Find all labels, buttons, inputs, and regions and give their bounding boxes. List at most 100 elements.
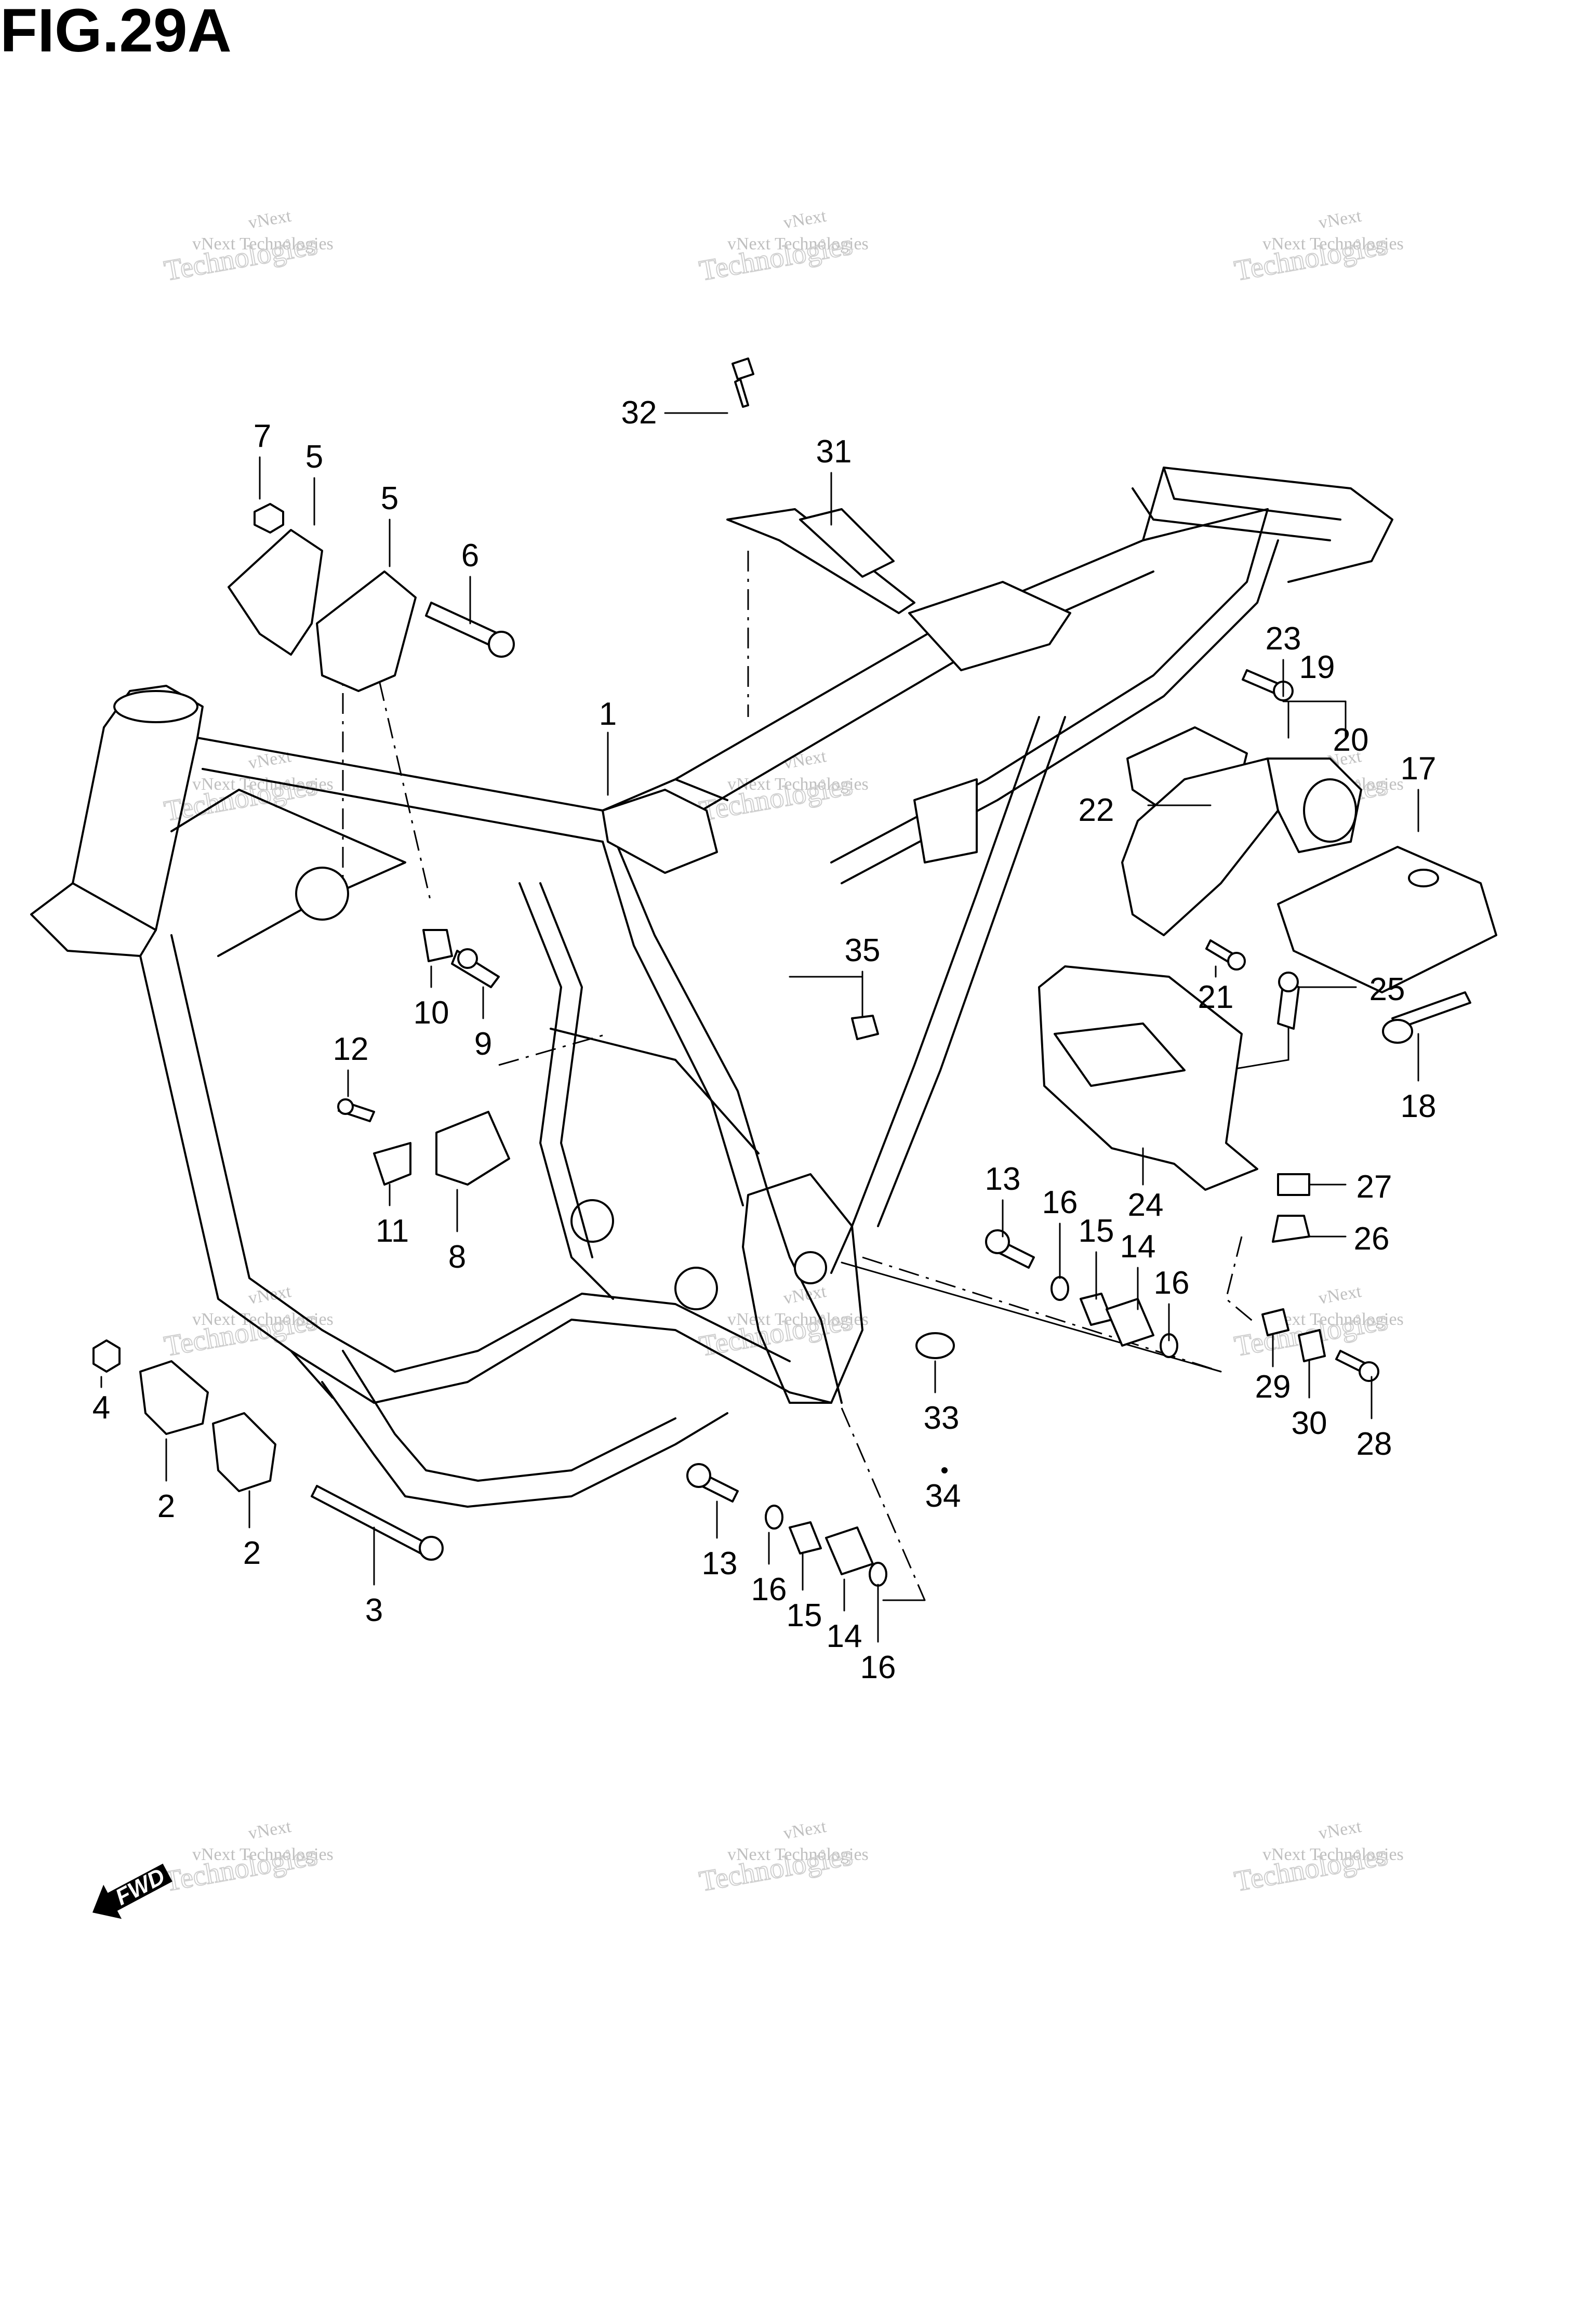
bracket-8: [435, 1111, 510, 1186]
cap-26: [1272, 1215, 1310, 1243]
washer-16-lower-a: [765, 1505, 783, 1530]
callout-14: 14: [827, 1618, 862, 1654]
callout-7: 7: [254, 418, 271, 454]
bracket-2-left: [139, 1360, 209, 1435]
nut-4: [92, 1339, 121, 1373]
callout-32: 32: [621, 395, 657, 431]
callout-4: 4: [92, 1390, 110, 1426]
watermark-text: vNext Technologies: [192, 1845, 334, 1864]
parts: [92, 357, 1497, 1587]
collar-15-lower: [789, 1521, 822, 1554]
callout-21: 21: [1198, 979, 1234, 1015]
callout-12: 12: [333, 1031, 369, 1067]
callout-34: 34: [925, 1478, 961, 1514]
figure-title: FIG.29A: [0, 0, 232, 65]
watermark: vNext vNext Technologies Technologies: [696, 1282, 869, 1363]
watermark-text: vNext Technologies: [727, 1845, 869, 1864]
watermark-brand: vNext: [782, 1817, 828, 1843]
callout-27: 27: [1356, 1169, 1392, 1205]
watermark: vNext vNext Technologies Technologies: [696, 206, 869, 288]
callout-1: 1: [599, 696, 617, 732]
collar-29: [1261, 1308, 1289, 1336]
callout-24: 24: [1128, 1187, 1164, 1223]
callout-8: 8: [448, 1239, 466, 1275]
cushion-14-lower: [825, 1526, 874, 1575]
grommet-35: [851, 1015, 879, 1040]
main-frame: [30, 467, 1393, 1508]
cushion-14-upper: [1106, 1298, 1154, 1347]
plug-33: [915, 1332, 955, 1359]
watermark: vNext vNext Technologies Technologies: [1231, 1817, 1404, 1898]
watermark-text: vNext Technologies: [727, 1310, 869, 1329]
bolt-6: [425, 602, 500, 648]
callout-16: 16: [1042, 1185, 1078, 1220]
watermark: vNext vNext Technologies Technologies: [161, 1282, 334, 1363]
watermark-text: vNext Technologies: [727, 234, 869, 254]
callout-2: 2: [243, 1535, 261, 1571]
watermark: vNext vNext Technologies Technologies: [1231, 206, 1404, 288]
callout-20: 20: [1333, 722, 1369, 758]
fwd-label: FWD: [111, 1863, 169, 1910]
watermark-brand: vNext: [1317, 1282, 1363, 1308]
watermark-brand: vNext: [782, 206, 828, 233]
bracket-31-plate: [726, 508, 915, 614]
callout-3: 3: [365, 1592, 383, 1628]
callout-16: 16: [1154, 1265, 1190, 1301]
callout-13: 13: [702, 1546, 738, 1582]
collar-10: [422, 929, 453, 962]
nut-7: [254, 503, 284, 534]
watermark-text: vNext Technologies: [192, 234, 334, 254]
clamp-11: [373, 1142, 411, 1186]
bolt-32: [732, 357, 754, 380]
watermark-brand: vNext: [247, 1817, 293, 1843]
callout-19: 19: [1299, 649, 1335, 685]
engine-bracket-upper-left: [228, 529, 323, 656]
tray-24: [1038, 965, 1258, 1191]
bracket-2-right: [212, 1412, 276, 1492]
watermark-brand: vNext: [1317, 206, 1363, 233]
watermark-text: vNext Technologies: [727, 775, 869, 794]
callout-5: 5: [305, 439, 323, 475]
watermark-text: vNext Technologies: [192, 1310, 334, 1329]
callout-15: 15: [787, 1598, 822, 1633]
callout-16: 16: [860, 1650, 896, 1685]
callout-31: 31: [816, 434, 852, 470]
callout-35: 35: [845, 933, 881, 968]
bracket-31: [799, 508, 895, 578]
callout-25: 25: [1369, 972, 1405, 1007]
callout-13: 13: [985, 1161, 1021, 1197]
arrow-icon: [92, 1863, 172, 1919]
grommet-27: [1277, 1173, 1310, 1196]
callout-18: 18: [1401, 1088, 1437, 1124]
watermark: vNext vNext Technologies Technologies: [161, 1817, 334, 1898]
dot-marker: [941, 1467, 948, 1473]
callout-26: 26: [1354, 1221, 1390, 1257]
callout-14: 14: [1120, 1229, 1156, 1265]
washer-16-lower-b: [869, 1562, 887, 1587]
watermark: vNext vNext Technologies Technologies: [161, 206, 334, 288]
watermark-text: vNext Technologies: [1262, 234, 1404, 254]
callout-22: 22: [1079, 792, 1114, 828]
callout-9: 9: [474, 1026, 492, 1062]
flap-17: [1277, 846, 1497, 993]
callout-leaders: [100, 412, 1419, 1643]
washer-30: [1298, 1329, 1326, 1362]
callout-29: 29: [1255, 1369, 1291, 1405]
callout-17: 17: [1401, 751, 1437, 787]
callout-28: 28: [1356, 1426, 1392, 1462]
watermark-text: vNext Technologies: [1262, 1845, 1404, 1864]
fwd-arrow: FWD: [92, 1863, 172, 1919]
rear-fender-19: [1121, 758, 1279, 936]
washer-16-upper-a: [1050, 1276, 1069, 1301]
callout-11: 11: [376, 1213, 409, 1249]
callout-6: 6: [461, 538, 479, 574]
callout-2: 2: [157, 1489, 175, 1524]
engine-bracket-upper-right: [316, 570, 417, 692]
callout-33: 33: [924, 1400, 960, 1436]
callout-5: 5: [381, 481, 398, 516]
callout-labels: 1 2 2 3 4 5 5 6 7 8 9 10 11 12 13 13 14 …: [92, 395, 1437, 1685]
callout-10: 10: [414, 995, 449, 1031]
watermark-brand: vNext: [1317, 1817, 1363, 1843]
